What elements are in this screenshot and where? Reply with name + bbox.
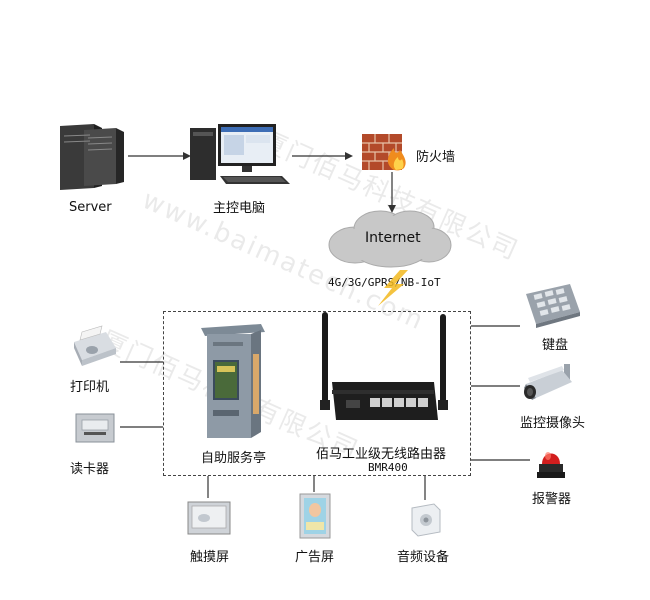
touchscreen-label: 触摸屏 [190,550,230,565]
firewall-label: 防火墙 [416,150,456,165]
alarm-label: 报警器 [532,492,572,507]
camera-icon [524,364,572,400]
pc-label: 主控电脑 [213,201,266,216]
card-reader-icon [75,413,115,443]
router-model-label: BMR400 [368,461,408,474]
keypad-label: 键盘 [542,338,569,353]
server-label: Server [69,200,112,215]
ad-screen-label: 广告屏 [295,550,335,565]
router-label: 佰马工业级无线路由器 [316,447,447,462]
card-reader-label: 读卡器 [70,462,110,477]
firewall-icon [362,134,406,171]
cloud-icon [328,210,452,268]
lightning-icon [378,270,408,306]
computer-icon [190,124,290,184]
kiosk-label: 自助服务亭 [201,451,267,466]
keypad-icon [526,284,580,328]
printer-icon [74,325,116,366]
network-label: 4G/3G/GPRS/NB-IoT [328,276,441,289]
internet-label: Internet [365,230,421,246]
camera-label: 监控摄像头 [520,416,586,431]
printer-label: 打印机 [70,380,110,395]
kiosk-icon [201,324,265,438]
terminal-enclosure [163,311,471,476]
speaker-icon [411,503,441,537]
touchscreen-icon [187,501,231,535]
router-icon [320,312,448,420]
audio-label: 音频设备 [397,550,450,565]
ad-screen-icon [299,493,331,539]
server-icon [60,124,124,190]
alarm-icon [537,452,565,478]
